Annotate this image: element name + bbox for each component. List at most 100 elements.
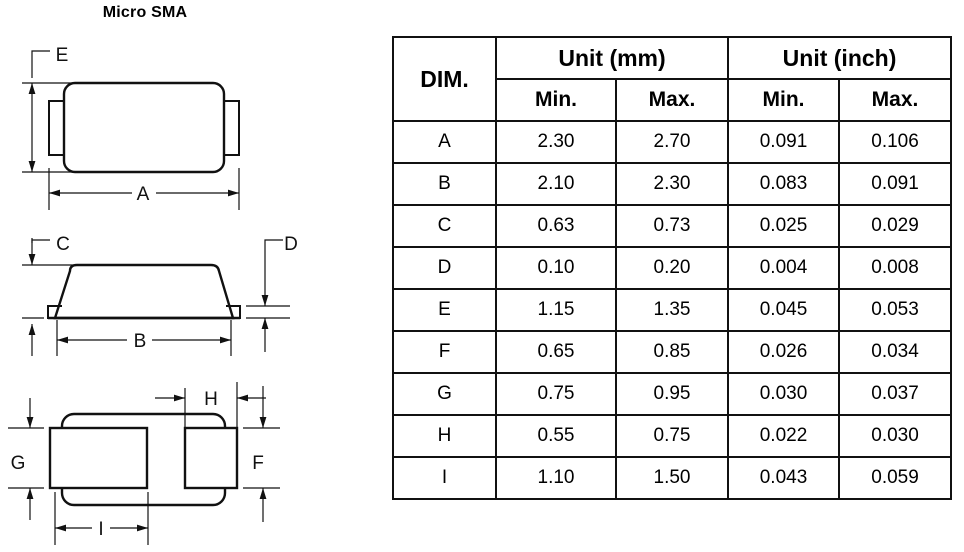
bottom-view-arrow-f-top (259, 417, 267, 428)
header-unit-mm: Unit (mm) (494, 36, 730, 80)
table-header-row-2: Min. Max. Min. Max. (393, 78, 953, 122)
row-mm-min: 0.63 (495, 204, 617, 248)
top-view-lead-left (48, 100, 64, 156)
row-mm-max: 0.95 (614, 372, 730, 416)
row-mm-min: 0.10 (495, 246, 617, 290)
side-view-leader-c (31, 239, 50, 243)
row-in-min: 0.030 (727, 372, 841, 416)
row-mm-min: 0.65 (495, 330, 617, 374)
row-in-max: 0.029 (838, 204, 953, 248)
row-in-max: 0.053 (838, 288, 953, 332)
package-drawings: E A C B D G H F I (0, 0, 370, 552)
dimension-table: DIM. Unit (mm) Unit (inch) Min. Max. Min… (392, 36, 953, 500)
header-mm-max: Max. (614, 78, 730, 122)
top-view-drawing (22, 50, 240, 210)
header-mm-min: Min. (495, 78, 617, 122)
row-in-min: 0.043 (727, 456, 841, 500)
row-in-min: 0.025 (727, 204, 841, 248)
row-in-min: 0.004 (727, 246, 841, 290)
row-mm-min: 1.15 (495, 288, 617, 332)
label-h: H (204, 389, 218, 410)
row-in-min: 0.022 (727, 414, 841, 458)
row-in-min: 0.083 (727, 162, 841, 206)
row-in-max: 0.091 (838, 162, 953, 206)
header-dim: DIM. (392, 36, 497, 122)
page-title: Micro SMA (102, 4, 188, 21)
row-mm-max: 0.20 (614, 246, 730, 290)
label-f: F (252, 453, 264, 474)
row-in-min: 0.045 (727, 288, 841, 332)
label-e: E (56, 45, 69, 66)
side-view-body (53, 263, 235, 320)
bottom-view-arrow-g-bottom (26, 488, 34, 499)
dimension-labels: E A C B D G H F I (11, 45, 298, 540)
row-mm-min: 2.30 (495, 120, 617, 164)
side-view-leader-d (264, 239, 283, 243)
row-mm-min: 0.55 (495, 414, 617, 458)
label-a: A (137, 184, 150, 205)
side-view-arrow-base (28, 324, 36, 335)
bottom-view-pad-right (183, 426, 239, 490)
top-view-leader-e (31, 50, 50, 78)
side-view-arrow-c (28, 254, 36, 265)
row-in-max: 0.106 (838, 120, 953, 164)
top-view-body (62, 81, 226, 174)
label-c: C (56, 234, 70, 255)
row-mm-max: 2.30 (614, 162, 730, 206)
row-mm-max: 2.70 (614, 120, 730, 164)
row-mm-max: 1.50 (614, 456, 730, 500)
side-view-drawing (22, 238, 290, 356)
top-view-arrow-a-left (49, 189, 60, 197)
row-dim: C (392, 204, 497, 248)
label-g: G (11, 453, 26, 474)
side-view-arrow-b-right (220, 336, 231, 344)
bottom-view-arrow-f-bottom (259, 488, 267, 499)
row-in-max: 0.059 (838, 456, 953, 500)
row-dim: A (392, 120, 497, 164)
row-mm-min: 1.10 (495, 456, 617, 500)
row-dim: H (392, 414, 497, 458)
row-mm-min: 0.75 (495, 372, 617, 416)
row-mm-max: 1.35 (614, 288, 730, 332)
row-in-max: 0.008 (838, 246, 953, 290)
top-view-lead-right (224, 100, 240, 156)
top-view-arrow-e-bottom (28, 161, 36, 172)
top-view-arrow-e-top (28, 83, 36, 94)
row-mm-max: 0.85 (614, 330, 730, 374)
side-view-arrow-b-left (57, 336, 68, 344)
bottom-view-arrow-g-top (26, 417, 34, 428)
side-view-arrow-d-top (261, 295, 269, 306)
row-in-max: 0.037 (838, 372, 953, 416)
row-dim: F (392, 330, 497, 374)
row-dim: G (392, 372, 497, 416)
row-in-min: 0.091 (727, 120, 841, 164)
row-dim: D (392, 246, 497, 290)
bottom-view-drawing (8, 382, 280, 545)
row-in-max: 0.030 (838, 414, 953, 458)
label-d: D (284, 234, 298, 255)
top-view-arrow-a-right (228, 189, 239, 197)
table-header-row-1: DIM. Unit (mm) Unit (inch) (392, 36, 953, 122)
mechanical-drawing-svg: E A C B D G H F I (8, 45, 298, 545)
row-dim: B (392, 162, 497, 206)
row-dim: I (392, 456, 497, 500)
row-in-max: 0.034 (838, 330, 953, 374)
header-inch-max: Max. (838, 78, 953, 122)
row-mm-max: 0.73 (614, 204, 730, 248)
bottom-view-pad-left (48, 426, 149, 490)
row-in-min: 0.026 (727, 330, 841, 374)
header-unit-inch: Unit (inch) (727, 36, 953, 80)
row-dim: E (392, 288, 497, 332)
side-view-arrow-d-bottom (261, 318, 269, 329)
header-inch-min: Min. (727, 78, 841, 122)
bottom-view-arrow-i-left (55, 524, 66, 532)
